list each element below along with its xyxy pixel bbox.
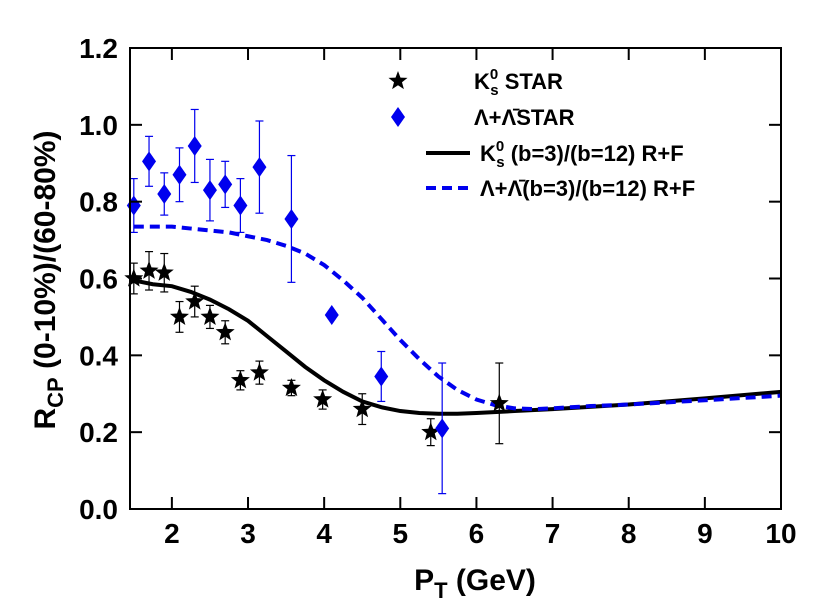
y-tick-label: 1.2 [79,33,118,64]
x-tick-label: 6 [469,518,485,549]
x-tick-label: 7 [545,518,561,549]
x-tick-label: 8 [621,518,637,549]
lambda_star-point [157,183,172,204]
k0s_star-point [200,306,220,326]
y-tick-label: 0.8 [79,187,118,218]
lambda_star-point [172,164,187,185]
k0s_star-point [489,393,509,412]
k0s_star-point [281,377,301,397]
k0s_star-point [154,262,174,281]
legend-swatch-k0s_star [388,71,408,90]
y-tick-label: 0.2 [79,417,118,448]
lambda_star-point [324,304,339,325]
k0s_star-point [139,260,159,279]
x-tick-label: 9 [697,518,713,549]
k0s_star-point [421,422,441,441]
k0s_star-point [249,362,269,381]
y-tick-label: 1.0 [79,110,118,141]
k0s_model-curve [133,278,782,416]
lambda_star-point [252,157,267,178]
lambda_star-point [187,135,202,156]
y-axis-label: RCP (0-10%)/(60-80%) [29,131,68,430]
legend-label-lambda_star: Λ+Λ̄STAR [474,105,575,130]
lambda_star-point [202,180,217,201]
x-tick-label: 5 [393,518,409,549]
x-axis-label: PT (GeV) [414,564,536,601]
y-tick-label: 0.6 [79,264,118,295]
x-tick-label: 4 [316,518,332,549]
x-tick-label: 10 [765,518,796,549]
y-tick-label: 0.0 [79,494,118,525]
legend-swatch-lambda_star [391,107,405,127]
k0s_star-point [169,306,189,326]
k0s_star-point [313,389,333,408]
x-tick-label: 3 [240,518,256,549]
lambda_star-point [126,195,141,216]
x-tick-label: 2 [164,518,180,549]
k0s_star-point [352,399,372,418]
data-points [124,108,509,495]
k0s_star-point [230,370,250,389]
k0s_star-point [185,291,205,310]
k0s_star-point [215,322,235,341]
plot-frame [129,47,782,510]
lambda_model-curve [133,224,782,412]
y-tick-label: 0.4 [79,340,118,371]
lambda_star-point [284,208,299,229]
lambda_star-point [233,195,248,216]
lambda_star-point [435,418,450,439]
legend-label-lambda_model: Λ+Λ̄(b=3)/(b=12) R+F [480,176,695,201]
lambda_star-point [218,174,233,195]
model-curves [133,224,782,416]
lambda_star-point [374,366,389,387]
axes: 2 3 4 5 6 7 8 9 10 0.0 0.2 0.4 0.6 0.8 1.0 1.2 [79,33,797,549]
lambda_star-point [142,151,157,172]
